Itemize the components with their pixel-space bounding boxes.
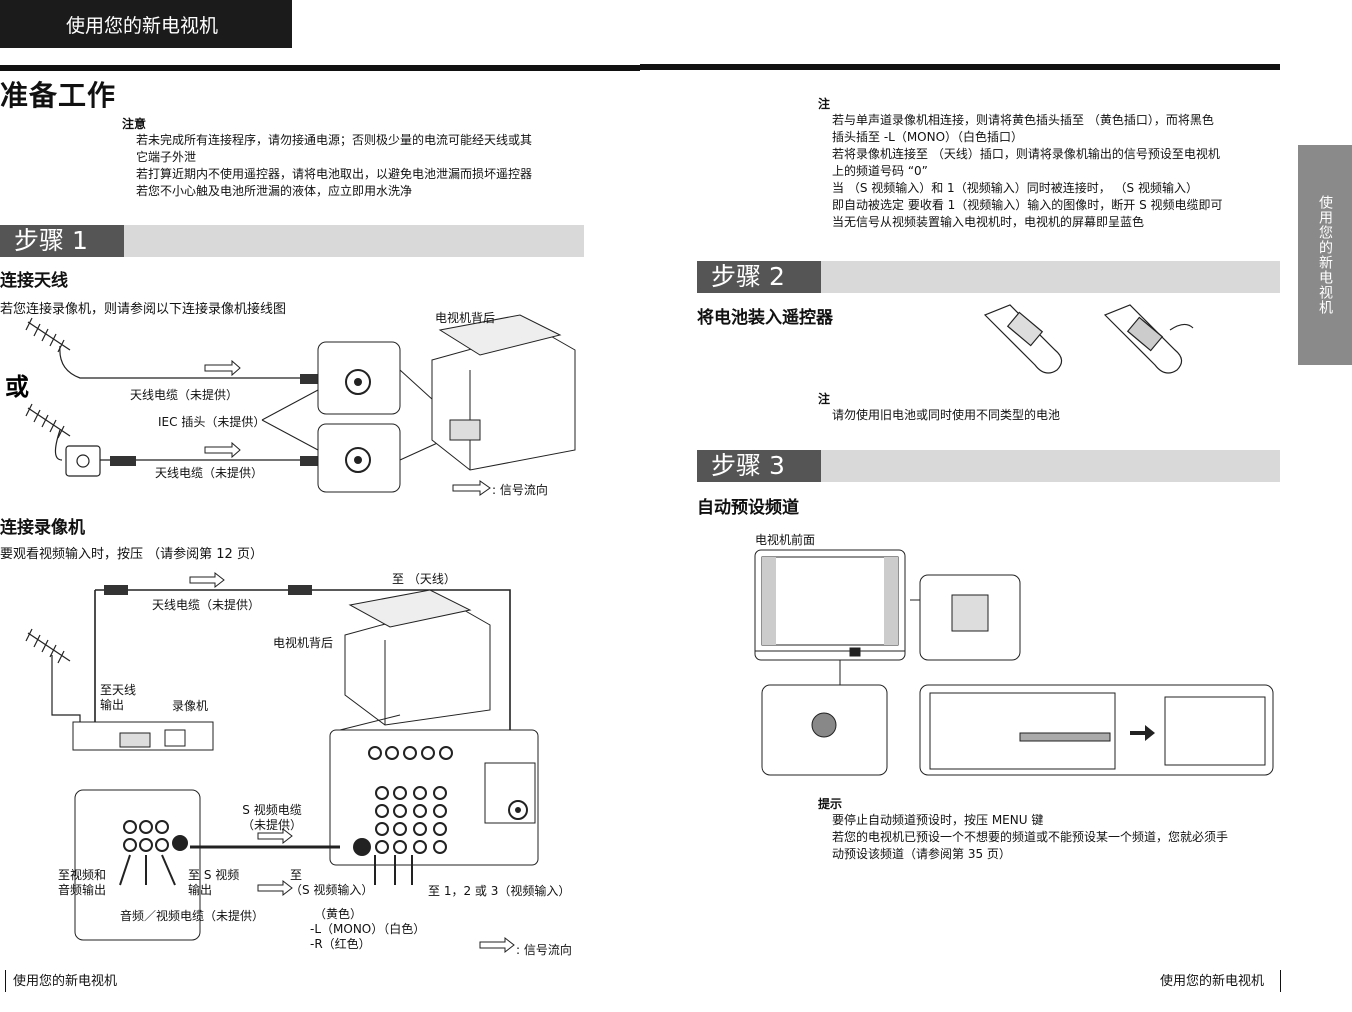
to-av-out-line: 至视频和	[58, 868, 107, 882]
step2-heading: 将电池装入遥控器	[697, 308, 833, 328]
cable2-label: 天线电缆（未提供）	[155, 466, 264, 480]
to-av-out-label: 至视频和 音频输出	[58, 868, 106, 898]
tv-rear-illustration-2	[344, 589, 491, 726]
tip-line: 若您的电视机已预设一个不想要的频道或不能预设某一个频道，您就必须手	[832, 830, 1229, 844]
footer-right: 使用您的新电视机	[1160, 974, 1265, 989]
step2-tag: 步骤 2	[697, 261, 821, 293]
tip-line: 要停止自动频道预设时，按压 MENU 键	[832, 813, 1044, 827]
page-title: 准备工作	[0, 79, 117, 112]
caution-line: 若打算近期内不使用遥控器，请将电池取出，以避免电池泄漏而损坏遥控器	[136, 167, 533, 181]
step2-note-text: 请勿使用旧电池或同时使用不同类型的电池	[832, 408, 1061, 422]
step3-heading: 自动预设频道	[697, 498, 799, 518]
tip-line: 动预设该频道（请参阅第 35 页）	[832, 847, 1011, 861]
step1-tag: 步骤 1	[0, 225, 124, 257]
step1-bar: 步骤 1	[0, 225, 584, 257]
footer-left-rule	[5, 970, 6, 992]
right-note-line: 即自动被选定 要收看 1（视频输入）输入的图像时，断开 S 视频电缆即可	[832, 198, 1223, 212]
to-s-out-line: 输出	[188, 883, 213, 897]
color-legend: （黄色） -L（MONO）（白色） -R（红色）	[300, 907, 425, 952]
tv-rear-label-2: 电视机背后	[273, 636, 334, 650]
s-video-cable-line: （未提供）	[242, 818, 303, 832]
footer-left: 使用您的新电视机	[13, 974, 118, 989]
remote-battery-diagram	[983, 304, 1194, 374]
antenna-diagram: 或	[5, 314, 576, 496]
color-white: -L（MONO）（白色）	[310, 922, 426, 936]
to-antenna-label: 至 （天线）	[392, 572, 456, 586]
vcr-illustration	[72, 721, 214, 751]
s-video-cable-line: S 视频电缆	[242, 803, 302, 817]
signal-flow-label-2: : 信号流向	[516, 943, 572, 957]
to-antenna-out-label: 至天线 输出	[100, 683, 136, 713]
to-s-in-line: 至	[290, 868, 303, 882]
right-note-line: 若将录像机连接至 （天线）插口，则请将录像机输出的信号预设至电视机	[832, 147, 1220, 161]
cable3-label: 天线电缆（未提供）	[152, 598, 261, 612]
cable1-label: 天线电缆（未提供）	[130, 388, 239, 402]
caution-heading: 注意	[122, 117, 147, 131]
step3-tag: 步骤 3	[697, 450, 821, 482]
color-yellow: （黄色）	[314, 907, 363, 921]
antenna-intro: 若您连接录像机，则请参阅以下连接录像机接线图	[0, 302, 287, 317]
caution-line: 它端子外泄	[136, 150, 197, 164]
step3-bar: 步骤 3	[697, 450, 1280, 482]
tv-front-label: 电视机前面	[755, 533, 816, 547]
side-tab: 使用您的新电视机	[1298, 145, 1352, 365]
top-rule-left	[0, 65, 640, 71]
right-note-line: 若与单声道录像机相连接，则请将黄色插头插至 （黄色插口），而将黑色	[832, 113, 1214, 127]
caution-line: 若您不小心触及电池所泄漏的液体，应立即用水洗净	[136, 184, 413, 198]
step3-tips: 提示 要停止自动频道预设时，按压 MENU 键 若您的电视机已预设一个不想要的频…	[818, 795, 1228, 863]
to-antenna-out-line: 输出	[100, 698, 125, 712]
right-note-line: 上的频道号码 “0”	[832, 164, 928, 178]
iec-label: IEC 插头（未提供）	[158, 415, 266, 429]
tip-heading: 提示	[818, 797, 843, 811]
to-av-out-line: 音频输出	[58, 883, 107, 897]
vcr-intro: 要观看视频输入时，按压 （请参阅第 12 页）	[0, 547, 263, 562]
step2-bar: 步骤 2	[697, 261, 1280, 293]
header-tab: 使用您的新电视机	[0, 0, 292, 48]
av-cable-label: 音频／视频电缆（未提供）	[120, 909, 265, 923]
caution-block: 注意 若未完成所有连接程序，请勿接通电源；否则极少量的电流可能经天线或其 它端子…	[122, 115, 592, 200]
tv-rear-label: 电视机背后	[435, 311, 496, 325]
vcr-label: 录像机	[172, 699, 209, 713]
right-notes: 注 若与单声道录像机相连接，则请将黄色插头插至 （黄色插口），而将黑色 插头插至…	[818, 95, 1288, 231]
vcr-heading: 连接录像机	[0, 518, 85, 538]
vcr-diagram	[25, 571, 539, 954]
to-video-in-label: 至 1，2 或 3（视频输入）	[428, 884, 571, 898]
footer-right-rule	[1280, 970, 1281, 992]
caution-line: 若未完成所有连接程序，请勿接通电源；否则极少量的电流可能经天线或其	[136, 133, 533, 147]
step2-note-heading: 注	[818, 392, 831, 406]
to-s-in-line: （S 视频输入）	[290, 883, 374, 897]
s-video-cable-label: S 视频电缆 （未提供）	[242, 803, 302, 833]
tv-rear-illustration	[431, 314, 576, 471]
color-red: -R（红色）	[310, 937, 371, 951]
right-note-line: 当 （S 视频输入）和 1（视频输入）同时被连接时， （S 视频输入）	[832, 181, 1198, 195]
step2-note: 注 请勿使用旧电池或同时使用不同类型的电池	[818, 390, 1060, 424]
to-s-out-line: 至 S 视频	[188, 868, 240, 882]
antenna-heading: 连接天线	[0, 271, 68, 291]
top-rule-right	[640, 64, 1280, 70]
or-label: 或	[5, 373, 29, 401]
to-s-out-label: 至 S 视频 输出	[188, 868, 239, 898]
signal-flow-label: : 信号流向	[492, 483, 548, 497]
antenna-icon	[25, 317, 305, 379]
right-note-line: 当无信号从视频装置输入电视机时，电视机的屏幕即呈蓝色	[832, 215, 1145, 229]
right-note-line: 插头插至 -L（MONO）（白色插口）	[832, 130, 1024, 144]
to-s-in-label: 至 （S 视频输入）	[290, 868, 373, 898]
to-antenna-out-line: 至天线	[100, 683, 137, 697]
right-notes-heading: 注	[818, 97, 831, 111]
tv-front-diagram	[754, 549, 1274, 776]
